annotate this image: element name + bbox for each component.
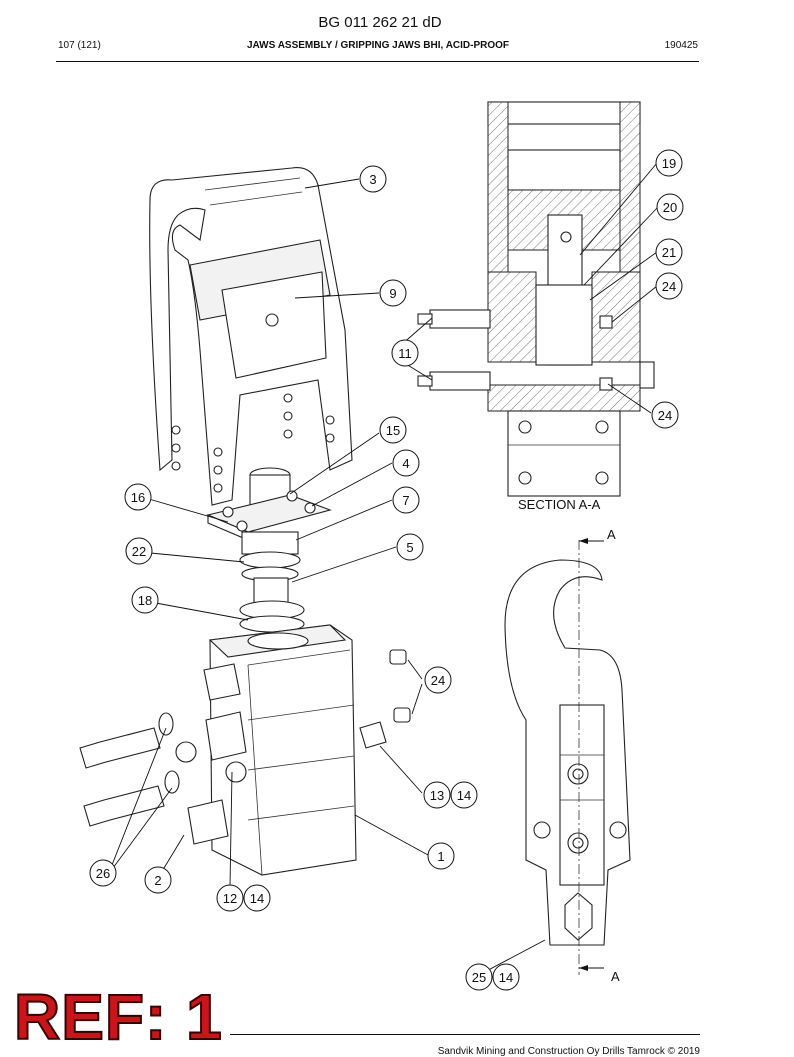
callout-13: 13 [423, 781, 451, 809]
page-title: JAWS ASSEMBLY / GRIPPING JAWS BHI, ACID-… [246, 40, 510, 51]
section-marker-top: A [607, 527, 616, 542]
callout-20: 20 [656, 193, 684, 221]
page-number: 107 (121) [58, 40, 101, 51]
svg-text:13: 13 [430, 788, 444, 803]
svg-text:9: 9 [389, 286, 396, 301]
section-label: SECTION A-A [518, 497, 601, 512]
svg-text:14: 14 [250, 891, 264, 906]
callout-24-c: 24 [424, 666, 452, 694]
callout-26: 26 [89, 859, 117, 887]
callout-12: 12 [216, 884, 244, 912]
callout-24-a: 24 [655, 272, 683, 300]
svg-text:3: 3 [369, 172, 376, 187]
hose-fittings [79, 712, 387, 827]
callout-19: 19 [655, 149, 683, 177]
callout-11: 11 [391, 339, 419, 367]
callout-15: 15 [379, 416, 407, 444]
svg-text:14: 14 [499, 970, 513, 985]
svg-text:21: 21 [662, 245, 676, 260]
header-rule [56, 61, 699, 62]
footer-rule [230, 1034, 700, 1035]
jaw-hook-part [149, 167, 353, 506]
side-view [504, 538, 631, 975]
callout-16: 16 [124, 483, 152, 511]
svg-text:24: 24 [658, 408, 672, 423]
callout-14-c: 14 [492, 963, 520, 991]
callout-25: 25 [465, 963, 493, 991]
callout-7: 7 [392, 486, 420, 514]
ref-stamp: REF: 1 [13, 980, 223, 1054]
callout-2: 2 [144, 866, 172, 894]
svg-text:12: 12 [223, 891, 237, 906]
svg-text:24: 24 [662, 279, 676, 294]
svg-text:16: 16 [131, 490, 145, 505]
jaw-slot-holes [171, 393, 335, 493]
callout-9: 9 [379, 279, 407, 307]
callout-14-a: 14 [243, 884, 271, 912]
section-marker-bottom: A [611, 969, 620, 984]
cylinder-body [187, 624, 411, 876]
callout-22: 22 [125, 537, 153, 565]
callout-1: 1 [427, 842, 455, 870]
svg-text:20: 20 [663, 200, 677, 215]
footer-copyright: Sandvik Mining and Construction Oy Drill… [437, 1046, 700, 1057]
document-number: BG 011 262 21 dD [318, 14, 442, 31]
svg-text:14: 14 [457, 788, 471, 803]
svg-text:5: 5 [406, 540, 413, 555]
callout-3: 3 [359, 165, 387, 193]
svg-text:22: 22 [132, 544, 146, 559]
callout-14-b: 14 [450, 781, 478, 809]
callout-21: 21 [655, 238, 683, 266]
callout-18: 18 [131, 586, 159, 614]
svg-text:18: 18 [138, 593, 152, 608]
section-a-a-view [417, 101, 655, 497]
svg-text:19: 19 [662, 156, 676, 171]
svg-text:4: 4 [402, 456, 409, 471]
svg-text:11: 11 [398, 346, 412, 361]
pin-and-flange [206, 467, 332, 633]
callout-5: 5 [396, 533, 424, 561]
svg-text:1: 1 [437, 849, 444, 864]
svg-text:25: 25 [472, 970, 486, 985]
svg-text:24: 24 [431, 673, 445, 688]
callout-4: 4 [392, 449, 420, 477]
svg-text:26: 26 [96, 866, 110, 881]
callout-24-b: 24 [651, 401, 679, 429]
svg-text:2: 2 [154, 873, 161, 888]
svg-text:15: 15 [386, 423, 400, 438]
revision-date: 190425 [664, 40, 698, 51]
svg-text:7: 7 [402, 493, 409, 508]
